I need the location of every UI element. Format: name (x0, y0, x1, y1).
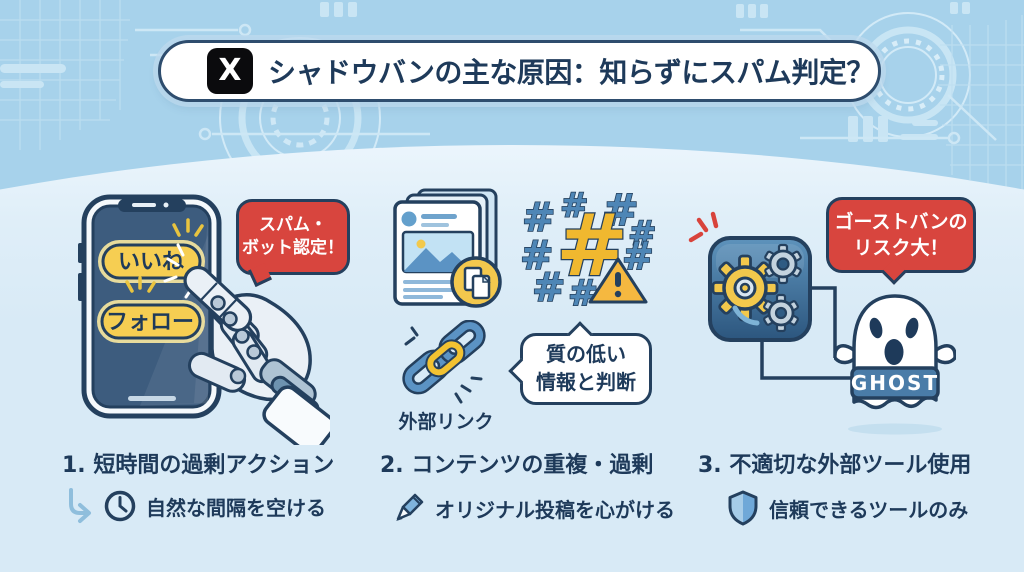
gear-icon (763, 293, 799, 333)
low-quality-speech-bubble: 質の低い 情報と判断 (508, 321, 652, 405)
ghost-mouth (884, 339, 904, 365)
elbow-arrow-icon (69, 488, 91, 523)
sparkle-marks (125, 218, 204, 293)
tip-text: オリジナル投稿を心がける (435, 497, 675, 522)
svg-text:#: # (602, 185, 639, 236)
avatar (401, 211, 417, 227)
title-banner: X シャドウバンの主な原因：知らずにスパム判定？ (158, 40, 881, 102)
ghost-illustration: GHOST (834, 294, 956, 435)
phone-robot-hand-illustration: いいね フォロー (78, 194, 330, 445)
svg-text:#: # (560, 186, 589, 226)
svg-text:フォロー: フォロー (106, 310, 194, 335)
phone-home-indicator (128, 396, 176, 401)
robot-hand (183, 265, 330, 445)
pencil-icon (396, 493, 424, 521)
svg-text:GHOST: GHOST (851, 371, 939, 395)
clock-icon (104, 490, 136, 522)
tip-text: 自然な間隔を空ける (146, 495, 326, 520)
bubble-line: 情報と判断 (536, 370, 636, 394)
tip-2: オリジナル投稿を心がける (392, 490, 675, 526)
tip-text: 信頼できるツールのみ (769, 497, 969, 522)
ghost-banner: GHOST (850, 366, 940, 400)
spam-bot-speech-bubble: スパム・ ボット認定！ (236, 199, 350, 287)
heading-2: 2. コンテンツの重複・過剰 (380, 453, 654, 478)
bubble-line: リスク大！ (853, 237, 949, 259)
follow-button: フォロー (97, 300, 205, 343)
like-button: いいね (98, 240, 205, 283)
svg-text:#: # (568, 273, 598, 311)
external-link-label: 外部リンク (398, 411, 494, 433)
sparkle-marks (404, 326, 483, 404)
ghost-shadow (848, 423, 942, 435)
external-link-chain-icon (402, 320, 486, 404)
connector-lines (760, 286, 860, 380)
hashtag-cluster-illustration: # # # # # # # # # # (519, 184, 657, 311)
gear-icon (764, 243, 802, 285)
bubble-line: ゴーストバンの (834, 210, 968, 233)
bubble-line: ボット認定！ (242, 238, 344, 258)
ghost-eye (905, 317, 919, 339)
automation-tool-icon (688, 211, 812, 342)
bubble-line: スパム・ (259, 214, 327, 235)
tip-1: 自然な間隔を空ける (66, 488, 326, 524)
page-title: シャドウバンの主な原因：知らずにスパム判定？ (268, 56, 874, 89)
alert-strokes (688, 211, 719, 243)
shield-icon (728, 490, 758, 526)
x-logo-icon: X (207, 48, 253, 94)
heading-3: 3. 不適切な外部ツール使用 (698, 453, 972, 478)
svg-text:#: # (522, 195, 556, 241)
ghost-eye (869, 317, 883, 339)
svg-text:#: # (520, 233, 554, 279)
tip-3: 信頼できるツールのみ (726, 490, 968, 526)
warning-icon (588, 257, 648, 304)
copy-icon (450, 256, 502, 308)
svg-text:#: # (532, 265, 566, 311)
heading-1: 1. 短時間の過剰アクション (62, 453, 335, 478)
duplicate-posts-illustration (393, 188, 502, 308)
ghost-ban-speech-bubble: ゴーストバンの リスク大！ (826, 197, 976, 285)
bubble-line: 質の低い (546, 342, 626, 367)
svg-text:#: # (628, 214, 657, 254)
